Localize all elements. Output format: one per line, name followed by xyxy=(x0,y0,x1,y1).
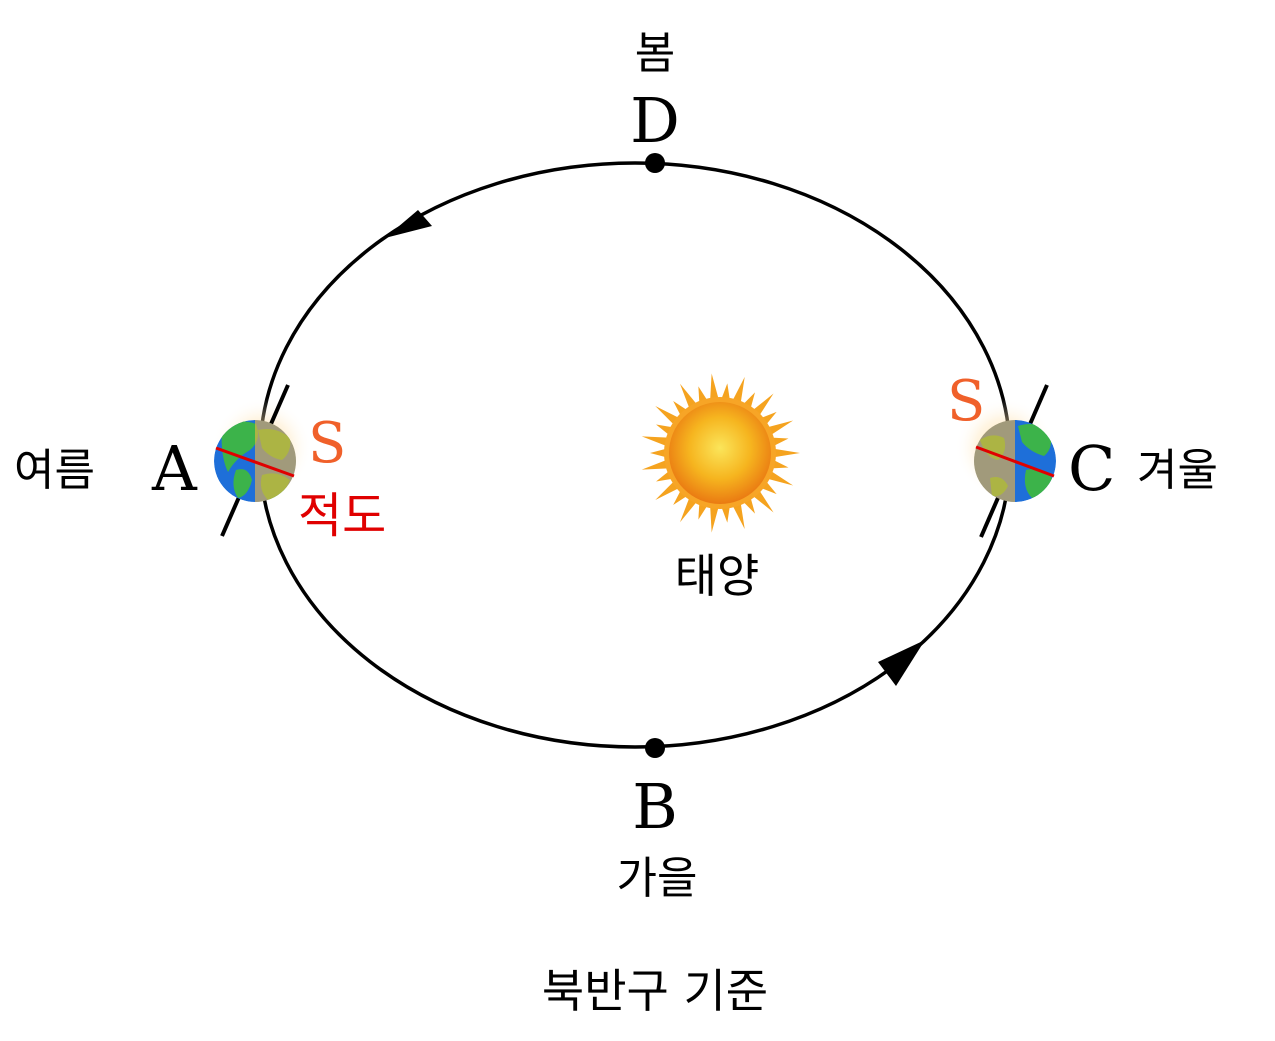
season-label-a: 여름 xyxy=(14,445,95,496)
position-point-b xyxy=(645,738,665,758)
equator-label: 적도 xyxy=(298,488,386,544)
equator-line xyxy=(975,445,1055,478)
sun-icon xyxy=(641,373,800,533)
sun-ray xyxy=(752,490,774,513)
sun-ray xyxy=(732,376,745,404)
caption: 북반구 기준 xyxy=(542,964,768,1018)
sun-ray xyxy=(771,437,789,446)
sun-ray xyxy=(767,471,794,486)
sun-label: 태양 xyxy=(675,549,760,603)
sun-ray xyxy=(721,506,730,523)
sun-ray xyxy=(655,405,679,425)
sun-ray xyxy=(771,460,789,469)
sun-ray xyxy=(655,481,679,501)
sun-ray xyxy=(767,420,794,435)
sun-ray xyxy=(641,460,669,470)
sun-ray xyxy=(752,393,774,416)
position-label-d: D xyxy=(630,84,680,157)
position-label-a: A xyxy=(151,432,198,505)
sun-ray xyxy=(710,506,719,533)
sun-ray xyxy=(698,502,708,520)
sun-ray xyxy=(698,386,708,404)
orbit-arrow-icon xyxy=(385,210,432,238)
earth-a xyxy=(212,384,312,537)
south-mark-a: S xyxy=(308,411,346,476)
sun-ray xyxy=(680,383,697,409)
sun-ray xyxy=(650,448,667,458)
sun-ray xyxy=(710,373,719,400)
season-label-b: 가을 xyxy=(617,853,698,904)
earth-c xyxy=(955,384,1056,538)
position-label-b: B xyxy=(632,770,678,843)
season-label-d: 봄 xyxy=(635,28,675,79)
sun-ray xyxy=(680,497,697,523)
position-label-c: C xyxy=(1068,432,1115,505)
sun-ray xyxy=(721,383,730,400)
season-label-c: 겨울 xyxy=(1137,445,1218,496)
sun-ray xyxy=(641,436,669,446)
equator-line xyxy=(215,446,295,478)
sun-ray xyxy=(732,502,745,530)
south-mark-c: S xyxy=(947,369,985,434)
sun-ray xyxy=(773,448,800,458)
position-point-d xyxy=(645,153,665,173)
orbit-arrow-icon xyxy=(878,640,925,686)
